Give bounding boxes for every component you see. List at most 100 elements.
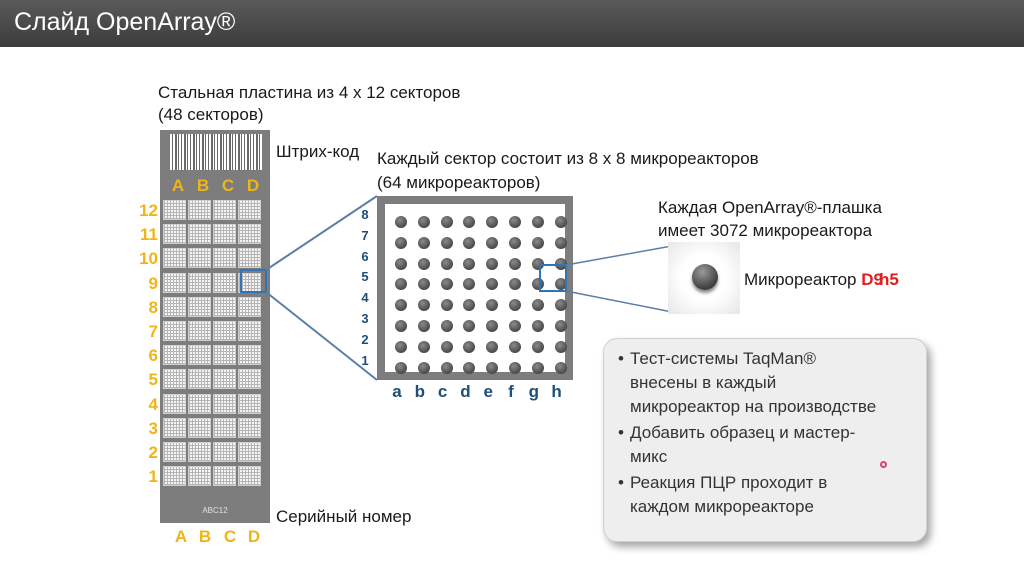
plate-row-label: 4 — [148, 394, 158, 414]
plate-bottom-col-label: C — [223, 527, 237, 546]
microreactor-well — [531, 320, 544, 332]
sector-col-label: c — [437, 382, 448, 401]
microreactor-well — [486, 257, 499, 270]
microreactor-id-sector: D9 — [861, 270, 883, 289]
plate-sector — [188, 466, 211, 487]
plate-sector — [188, 369, 211, 390]
sector-row-label: 7 — [361, 227, 369, 243]
microreactor-id-well: h5 — [878, 270, 899, 289]
plate-row-label: 10 — [139, 249, 158, 269]
microreactor-well — [440, 257, 453, 270]
microreactor-well — [509, 361, 521, 374]
microreactor-well — [509, 216, 521, 228]
microreactor-well — [417, 278, 430, 291]
serial-label: Серийный номер — [276, 507, 412, 526]
plate-sector — [188, 442, 211, 462]
microreactor-well — [395, 299, 407, 312]
plate-sector — [163, 272, 186, 293]
sector-row-label: 6 — [361, 248, 369, 264]
sector-col-label: e — [483, 382, 493, 401]
plate-sector — [213, 248, 236, 269]
microreactor-well — [486, 216, 499, 228]
sector-row-label: 3 — [361, 311, 369, 326]
plate-row-label: 7 — [148, 322, 158, 341]
plate-sector — [188, 200, 211, 220]
microreactor-label: Микрореактор D9h5 — [744, 269, 899, 291]
plate-sector — [163, 200, 186, 220]
plate-sector — [238, 296, 261, 317]
microreactor-well — [395, 340, 407, 353]
plate-sector — [238, 466, 261, 487]
plate-sector — [213, 272, 236, 293]
microreactor-well — [463, 361, 476, 374]
plate-sector — [213, 321, 236, 341]
plate-sector — [238, 417, 261, 438]
plate-sector — [213, 466, 236, 487]
sector-row-label: 4 — [361, 290, 369, 306]
plate-sector — [163, 466, 186, 487]
microreactor-well — [395, 278, 407, 291]
plate-sector — [188, 417, 211, 438]
plate-col-label: D — [246, 176, 260, 195]
microreactor-well — [531, 340, 544, 353]
connector-line — [265, 291, 378, 381]
plate-sector — [163, 321, 186, 341]
microreactor-well — [486, 320, 499, 332]
sector-caption-line2: (64 микрореакторов) — [377, 173, 541, 192]
microreactor-well — [417, 257, 430, 270]
microreactor-well — [417, 320, 430, 332]
plate-row-label: 3 — [148, 418, 158, 438]
microreactor-well — [417, 216, 430, 228]
microreactor-well — [463, 236, 476, 249]
microreactor-well — [554, 340, 567, 353]
plate-caption2-line2: имеет 3072 микрореактора — [658, 221, 873, 240]
microreactor-well — [509, 257, 521, 270]
microreactor-well — [440, 340, 453, 353]
plate-row-label: 9 — [148, 273, 158, 293]
plate-sector — [213, 296, 236, 317]
sector-col-label: h — [551, 382, 562, 401]
microreactor-well — [486, 236, 499, 249]
highlighted-microreactor — [539, 264, 567, 292]
microreactor-well — [509, 278, 521, 291]
pointer-icon — [880, 461, 887, 468]
microreactor-well — [440, 361, 453, 374]
plate-sector — [163, 417, 186, 438]
microreactor-well — [554, 257, 567, 270]
microreactor-well — [554, 320, 567, 332]
plate-sector — [238, 345, 261, 366]
microreactor-well — [486, 278, 499, 291]
plate-sector — [188, 272, 211, 293]
plate-sector — [238, 248, 261, 269]
plate-sector — [238, 321, 261, 341]
microreactor-well — [395, 361, 407, 374]
microreactor-well — [463, 216, 476, 228]
plate-sector — [163, 248, 186, 269]
highlighted-sector — [240, 269, 267, 293]
microreactor-well — [509, 236, 521, 249]
microreactor-well — [440, 320, 453, 332]
microreactor-well — [463, 299, 476, 312]
plate-sector — [163, 393, 186, 414]
microreactor-well-icon — [692, 264, 718, 290]
plate-bottom-col-label: A — [174, 527, 188, 546]
microreactor-well — [440, 278, 453, 291]
microreactor-label-text: Микрореактор — [744, 270, 857, 289]
plate-sector — [238, 224, 261, 245]
plate-row-label: 2 — [148, 443, 158, 462]
microreactor-well — [417, 361, 430, 374]
microreactor-well — [486, 361, 499, 374]
plate-sector — [188, 321, 211, 341]
plate-row-label: 11 — [140, 225, 158, 245]
plate-sector — [213, 393, 236, 414]
plate-sector — [238, 200, 261, 220]
plate-caption-line2: (48 секторов) — [158, 105, 264, 124]
barcode-label: Штрих-код — [276, 142, 360, 161]
plate-bottom-col-label: B — [198, 527, 212, 546]
microreactor-well — [486, 299, 499, 312]
microreactor-well — [554, 299, 567, 312]
plate-sector — [163, 296, 186, 317]
plate-bottom-col-label: D — [247, 527, 261, 546]
microreactor-well — [486, 340, 499, 353]
